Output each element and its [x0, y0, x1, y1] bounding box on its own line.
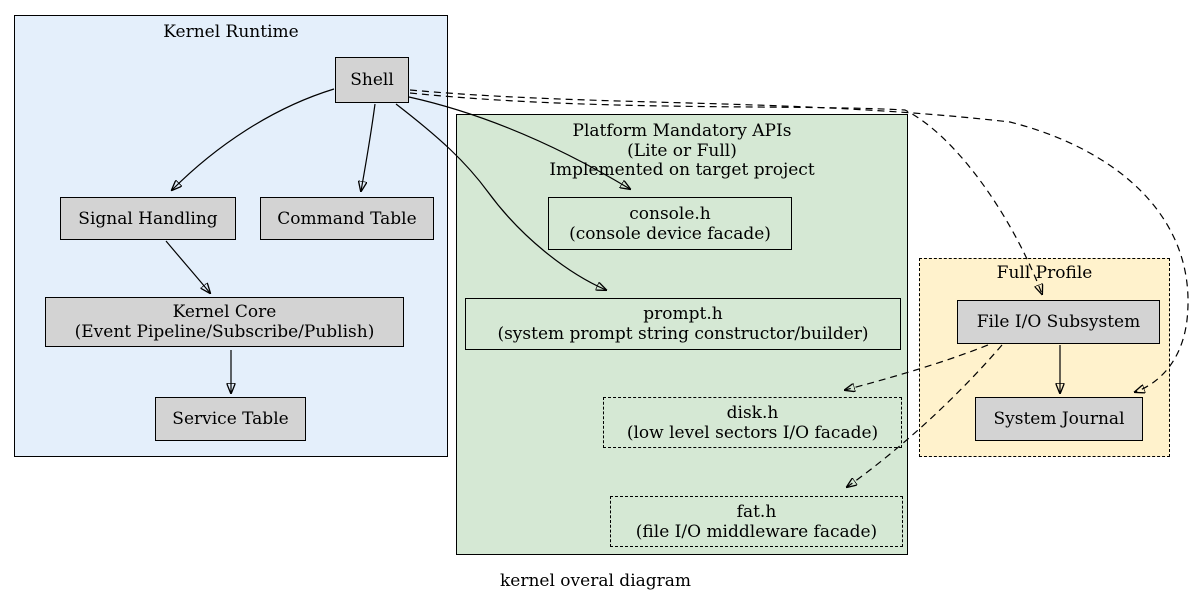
node-service-table-label: Service Table: [172, 409, 289, 429]
cluster-platform-mandatory-apis-title: Platform Mandatory APIs (Lite or Full) I…: [549, 121, 815, 180]
node-system-journal: System Journal: [975, 397, 1143, 441]
node-fat-h-label: fat.h (file I/O middleware facade): [635, 501, 878, 542]
node-system-journal-label: System Journal: [993, 409, 1125, 429]
cluster-kernel-runtime-title: Kernel Runtime: [163, 22, 299, 42]
cluster-full-profile-title: Full Profile: [996, 263, 1093, 283]
node-prompt-h-label: prompt.h (system prompt string construct…: [497, 304, 869, 344]
node-kernel-core-label: Kernel Core (Event Pipeline/Subscribe/Pu…: [74, 302, 375, 342]
node-prompt-h: prompt.h (system prompt string construct…: [465, 298, 901, 350]
node-console-h: console.h (console device facade): [548, 197, 792, 250]
node-command-table: Command Table: [260, 197, 434, 240]
node-disk-h-label: disk.h (low level sectors I/O facade): [626, 402, 879, 443]
node-shell-label: Shell: [350, 70, 394, 90]
node-fat-h: fat.h (file I/O middleware facade): [610, 496, 903, 547]
node-signal-handling-label: Signal Handling: [78, 208, 218, 229]
node-file-io-subsystem-label: File I/O Subsystem: [976, 312, 1141, 332]
node-shell: Shell: [335, 57, 409, 103]
node-signal-handling: Signal Handling: [60, 197, 236, 240]
node-file-io-subsystem: File I/O Subsystem: [957, 300, 1160, 344]
diagram-caption: kernel overal diagram: [499, 571, 692, 591]
node-command-table-label: Command Table: [277, 208, 417, 229]
node-kernel-core: Kernel Core (Event Pipeline/Subscribe/Pu…: [45, 297, 404, 347]
node-service-table: Service Table: [155, 397, 306, 441]
node-disk-h: disk.h (low level sectors I/O facade): [603, 397, 902, 448]
node-console-h-label: console.h (console device facade): [569, 203, 771, 244]
